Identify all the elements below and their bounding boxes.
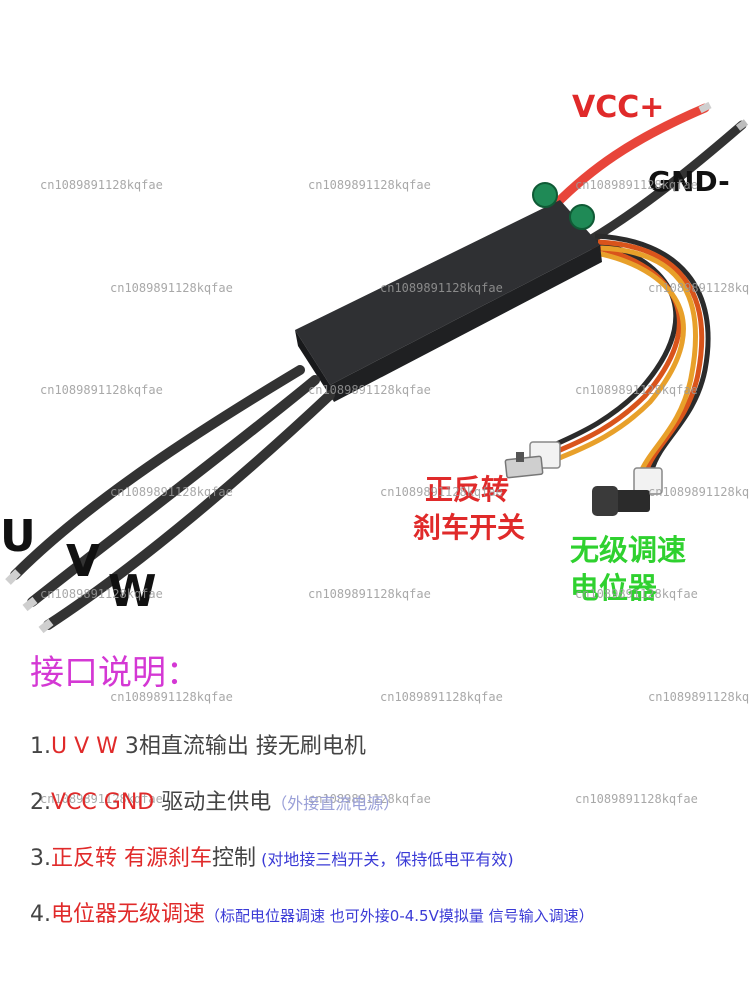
watermark: cn1089891128kqfae	[40, 383, 163, 397]
watermark: cn1089891128kqfae	[110, 485, 233, 499]
pot-label-line1: 无级调速	[570, 533, 687, 567]
watermark: cn1089891128kqfae	[308, 178, 431, 192]
description-line-1: 1.U V W 3相直流输出 接无刷电机	[30, 728, 366, 760]
line-text: 3相直流输出 接无刷电机	[117, 734, 366, 759]
u-wire-tip	[5, 569, 21, 585]
pot-label-line2: 电位器	[570, 571, 658, 605]
switch-wire-red	[546, 243, 682, 459]
line-highlight: VCC GND	[51, 790, 155, 815]
watermark: cn1089891128kqfae	[40, 178, 163, 192]
pot-wire-red	[597, 239, 705, 473]
v-label: V	[66, 536, 101, 587]
w-label: W	[108, 566, 157, 617]
switch-label-line1: 正反转	[425, 473, 510, 506]
watermark: cn1089891128kqfae	[648, 485, 750, 499]
esc-module-side	[330, 245, 602, 402]
pot-wire-orange	[600, 245, 699, 475]
watermark: cn1089891128kqfae	[40, 792, 163, 806]
description-line-4: 4.电位器无级调速（标配电位器调速 也可外接0-4.5V摸拟量 信号输入调速）	[30, 896, 594, 928]
gnd-label: GND-	[648, 165, 730, 198]
line-highlight: 电位器无级调速	[51, 902, 206, 927]
esc-illustration	[5, 101, 749, 634]
line-note: （标配电位器调速 也可外接0-4.5V摸拟量 信号输入调速）	[205, 907, 594, 925]
potentiometer-knob	[592, 486, 618, 516]
line-number: 3.	[30, 846, 51, 871]
watermark: cn1089891128kqfae	[575, 587, 698, 601]
switch-wire-orange	[549, 249, 686, 465]
slide-switch-knob	[516, 452, 524, 462]
watermark: cn1089891128kqfae	[380, 485, 503, 499]
line-highlight: U V W	[51, 734, 118, 759]
watermark: cn1089891128kqfae	[308, 587, 431, 601]
watermark: cn1089891128kqfae	[648, 281, 750, 295]
watermark: cn1089891128kqfae	[575, 792, 698, 806]
gnd-wire	[585, 120, 747, 245]
esc-module-end	[295, 330, 334, 402]
line-number: 1.	[30, 734, 51, 759]
capacitor-left	[532, 182, 558, 208]
vcc-wire-tip	[698, 101, 712, 114]
watermark: cn1089891128kqfae	[110, 690, 233, 704]
line-note: (对地接三档开关，保持低电平有效)	[256, 850, 514, 869]
watermark: cn1089891128kqfae	[110, 281, 233, 295]
watermark: cn1089891128kqfae	[575, 178, 698, 192]
description-line-2: 2.VCC GND 驱动主供电（外接直流电源）	[30, 784, 399, 816]
watermark: cn1089891128kqfae	[40, 587, 163, 601]
v-wire-tip	[22, 596, 38, 612]
line-text: 驱动主供电	[154, 790, 272, 815]
vcc-label: VCC+	[572, 90, 665, 125]
switch-wire-black	[543, 237, 679, 453]
capacitor-right	[569, 204, 595, 230]
watermark: cn1089891128kqfae	[380, 281, 503, 295]
pot-wire-black	[594, 233, 711, 471]
line-highlight: 正反转 有源刹车	[51, 846, 212, 871]
watermark: cn1089891128kqfae	[648, 690, 750, 704]
watermark: cn1089891128kqfae	[308, 792, 431, 806]
watermark: cn1089891128kqfae	[308, 383, 431, 397]
watermark: cn1089891128kqfae	[380, 690, 503, 704]
potentiometer-body	[610, 490, 650, 512]
line-number: 4.	[30, 902, 51, 927]
v-wire	[27, 375, 320, 607]
esc-module-body	[295, 200, 600, 385]
watermark: cn1089891128kqfae	[575, 383, 698, 397]
gnd-wire-tip	[735, 119, 749, 131]
line-text: 控制	[212, 846, 257, 871]
vcc-wire	[550, 103, 710, 210]
w-wire	[43, 390, 335, 630]
w-wire-tip	[38, 618, 54, 634]
switch-label-line2: 刹车开关	[413, 511, 526, 544]
line-note: （外接直流电源）	[271, 794, 400, 813]
description-line-3: 3.正反转 有源刹车控制 (对地接三档开关，保持低电平有效)	[30, 840, 514, 872]
description-heading: 接口说明：	[30, 653, 200, 693]
u-label: U	[0, 511, 36, 562]
u-wire	[10, 365, 305, 580]
line-number: 2.	[30, 790, 51, 815]
